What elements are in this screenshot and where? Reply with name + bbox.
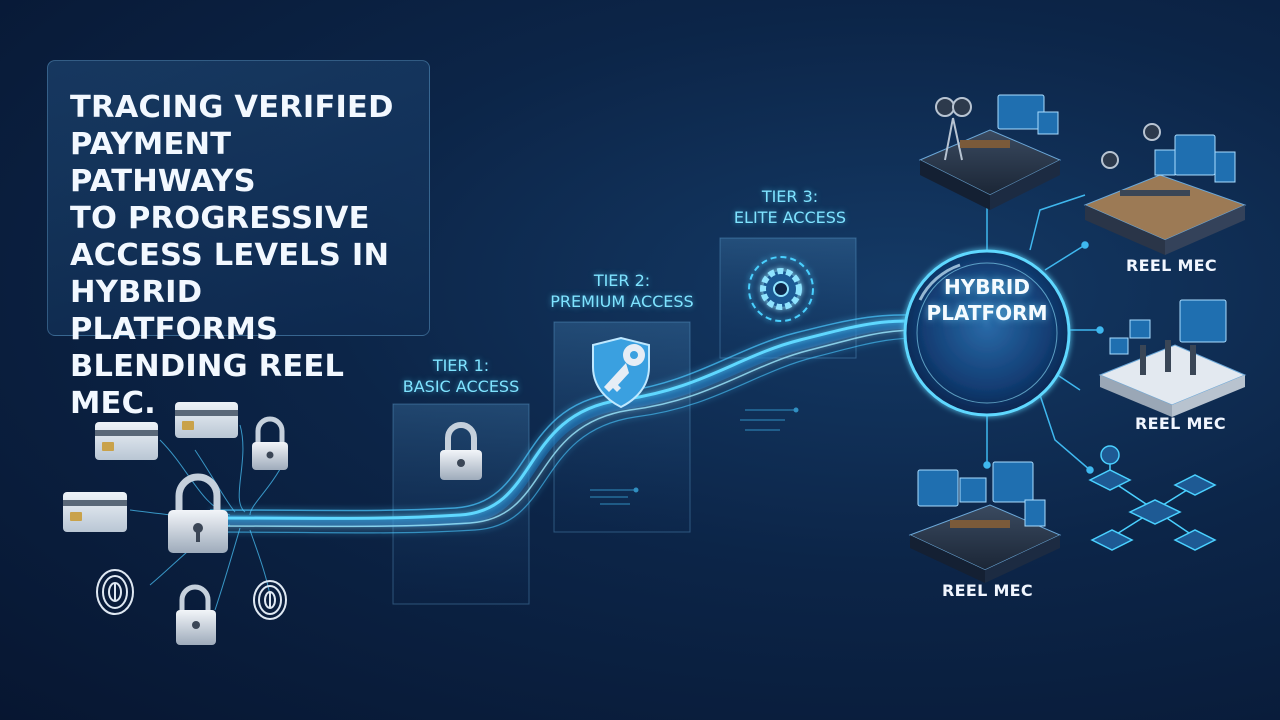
fingerprint-icon [253,580,287,620]
credit-card-icon [95,422,158,460]
tier-1-label: TIER 1: BASIC ACCESS [402,356,520,396]
page-title: TRACING VERIFIED PAYMENT PATHWAYS TO PRO… [70,90,394,421]
studio-platform-top [918,94,1062,210]
reel-label-right-middle: REEL MEC [1135,414,1226,433]
hub-label: HYBRID PLATFORM [926,275,1048,325]
tier-2-label: TIER 2: PREMIUM ACCESS [550,271,694,311]
tier-3-label: TIER 3: ELITE ACCESS [733,187,847,227]
hybrid-platform-hub [903,249,1071,417]
title-panel: TRACING VERIFIED PAYMENT PATHWAYS TO PRO… [47,60,430,421]
reel-label-right-top: REEL MEC [1126,256,1217,275]
reel-label-bottom: REEL MEC [942,581,1033,600]
shield-key-icon [592,336,650,409]
padlock-icon [168,473,228,553]
studio-platform-right-2 [1098,299,1247,417]
circuit-traces [590,407,799,505]
network-node-cluster [1088,445,1217,551]
gear-icon [748,256,814,322]
payment-pathway-stream [209,314,941,534]
padlock-icon [252,416,288,470]
studio-platform-bottom [908,461,1062,583]
padlock-icon [440,422,482,480]
credit-card-icon [175,402,238,438]
fingerprint-icon [96,569,134,615]
padlock-icon [176,584,216,645]
credit-card-icon [63,492,127,532]
studio-platform-right-1 [1083,123,1247,255]
